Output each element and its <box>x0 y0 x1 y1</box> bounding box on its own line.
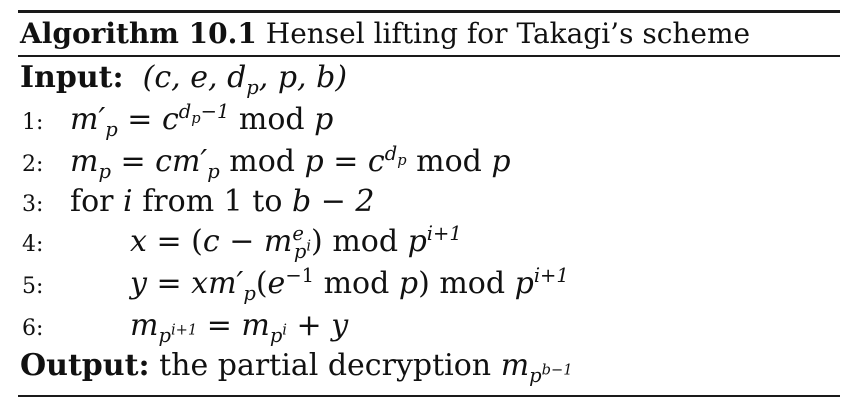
step-formula: mpi+1 = mpi + y <box>130 308 349 347</box>
caption-rule <box>18 55 840 57</box>
output-value: mpb−1 <box>500 348 573 387</box>
input-label: Input: <box>20 60 124 95</box>
step-number: 2: <box>22 152 44 177</box>
step-2: 2: mp = cm′p mod p = cdp mod p <box>20 142 511 185</box>
step-5: 5: y = xm′p(e−1 mod p) mod pi+1 <box>20 264 569 307</box>
algorithm-label: Algorithm 10.1 <box>20 17 257 50</box>
step-number: 3: <box>22 192 44 217</box>
step-number: 1: <box>22 110 44 135</box>
step-number: 5: <box>22 274 44 299</box>
step-1: 1: m′p = cdp−1 mod p <box>20 100 333 143</box>
output-line: Output: the partial decryption mpb−1 <box>20 346 573 386</box>
step-number: 4: <box>22 232 44 257</box>
top-rule <box>18 10 840 13</box>
algorithm-caption: Algorithm 10.1 Hensel lifting for Takagi… <box>20 14 750 54</box>
input-line: Input: (c, e, dp, p, b) <box>20 58 347 98</box>
algorithm-title: Hensel lifting for Takagi’s scheme <box>265 17 751 50</box>
input-args: (c, e, dp, p, b) <box>133 60 348 99</box>
step-formula: m′p = cdp−1 mod p <box>70 100 334 141</box>
step-formula: x = (c − mepi) mod pi+1 <box>130 222 462 263</box>
step-3: 3: for i from 1 to b − 2 <box>20 182 374 225</box>
step-6: 6: mpi+1 = mpi + y <box>20 306 348 349</box>
step-formula: for i from 1 to b − 2 <box>70 184 375 219</box>
step-formula: y = xm′p(e−1 mod p) mod pi+1 <box>130 264 569 305</box>
bottom-rule <box>18 395 840 397</box>
step-number: 6: <box>22 316 44 341</box>
step-formula: mp = cm′p mod p = cdp mod p <box>70 142 511 183</box>
output-label: Output: <box>20 348 150 383</box>
output-text: the partial decryption <box>159 348 492 383</box>
step-4: 4: x = (c − mepi) mod pi+1 <box>20 222 462 265</box>
